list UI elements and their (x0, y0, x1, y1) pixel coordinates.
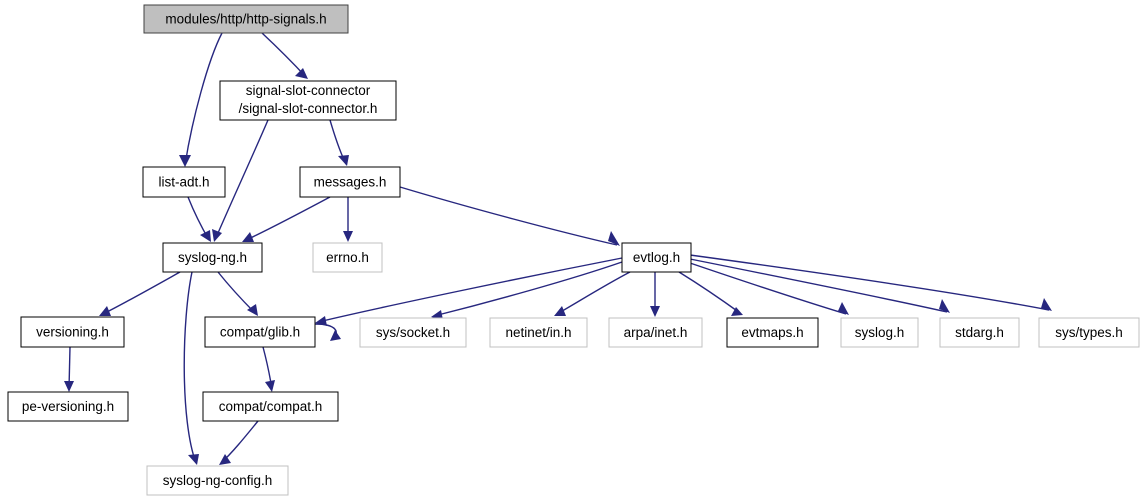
arrowhead-icon (731, 307, 743, 316)
graph-node-netinet-in[interactable]: netinet/in.h (489, 317, 588, 348)
graph-node-list-adt[interactable]: list-adt.h (142, 166, 226, 198)
node-box-errno[interactable] (312, 242, 383, 273)
node-box-signal-slot-connector[interactable] (219, 80, 397, 121)
node-box-syslog[interactable] (840, 317, 919, 348)
edge-evtlog-to-arpa-inet (650, 272, 660, 317)
arrowhead-icon (247, 304, 258, 316)
graph-node-arpa-inet[interactable]: arpa/inet.h (608, 317, 703, 348)
graph-node-compat-glib[interactable]: compat/glib.h (204, 316, 316, 348)
edge-evtlog-to-compat-glib (315, 257, 623, 326)
node-box-list-adt[interactable] (142, 166, 226, 198)
arrowhead-icon (219, 454, 231, 465)
graph-node-pe-versioning[interactable]: pe-versioning.h (7, 391, 129, 422)
graph-node-messages[interactable]: messages.h (299, 166, 401, 198)
arrowhead-icon (939, 299, 950, 313)
edge-http-signals-to-signal-slot-connector (261, 32, 308, 79)
edge-evtlog-to-netinet-in (554, 271, 631, 316)
node-box-compat-glib[interactable] (204, 316, 316, 348)
graph-node-stdarg[interactable]: stdarg.h (939, 317, 1020, 348)
arrowhead-icon (338, 155, 349, 166)
edge-signal-slot-connector-to-syslog-ng (212, 119, 269, 242)
edge-compat-glib-to-compat-glib-self (314, 323, 341, 341)
node-box-http-signals[interactable] (143, 4, 349, 34)
node-box-netinet-in[interactable] (489, 317, 588, 348)
node-box-evtmaps[interactable] (726, 317, 819, 348)
arrowhead-icon (650, 306, 660, 317)
edge-syslog-ng-to-versioning (99, 271, 181, 316)
arrowhead-icon (838, 302, 849, 315)
graph-node-compat-compat[interactable]: compat/compat.h (202, 391, 339, 422)
edge-http-signals-to-list-adt (179, 32, 223, 167)
arrowhead-icon (315, 316, 327, 326)
edge-syslog-ng-to-compat-glib (217, 271, 258, 316)
node-box-sys-socket[interactable] (359, 317, 467, 348)
node-box-syslog-ng-config[interactable] (146, 465, 289, 496)
node-layer: modules/http/http-signals.h signal-slot-c… (7, 4, 1140, 496)
arrowhead-icon (554, 306, 566, 316)
arrowhead-icon (265, 380, 275, 392)
edge-list-adt-to-syslog-ng (187, 196, 211, 242)
graph-node-syslog-ng[interactable]: syslog-ng.h (162, 242, 263, 273)
graph-node-sys-types[interactable]: sys/types.h (1038, 317, 1140, 348)
node-box-evtlog[interactable] (621, 242, 692, 273)
edge-evtlog-to-syslog (689, 262, 849, 315)
node-box-syslog-ng[interactable] (162, 242, 263, 273)
graph-node-signal-slot-connector[interactable]: signal-slot-connector/signal-slot-connec… (219, 80, 397, 121)
node-box-stdarg[interactable] (939, 317, 1020, 348)
arrowhead-icon (188, 454, 199, 465)
node-box-versioning[interactable] (20, 316, 125, 348)
arrowhead-icon (99, 306, 111, 316)
edge-evtlog-to-sys-types (689, 254, 1052, 311)
arrowhead-icon (1041, 298, 1052, 311)
arrowhead-icon (212, 229, 222, 242)
graph-node-errno[interactable]: errno.h (312, 242, 383, 273)
node-box-pe-versioning[interactable] (7, 391, 129, 422)
arrowhead-icon (179, 155, 191, 167)
edge-evtlog-to-stdarg (689, 258, 950, 313)
graph-node-evtlog[interactable]: evtlog.h (621, 242, 692, 273)
arrowhead-icon (200, 230, 211, 242)
node-box-messages[interactable] (299, 166, 401, 198)
edge-evtlog-to-evtmaps (678, 271, 743, 316)
edge-messages-to-evtlog (399, 186, 620, 246)
edge-compat-glib-to-compat-compat (262, 346, 275, 392)
edge-versioning-to-pe-versioning (64, 346, 74, 392)
edge-messages-to-errno (343, 197, 353, 242)
graph-node-http-signals[interactable]: modules/http/http-signals.h (143, 4, 349, 34)
graph-node-syslog[interactable]: syslog.h (840, 317, 919, 348)
node-box-sys-types[interactable] (1038, 317, 1140, 348)
graph-node-sys-socket[interactable]: sys/socket.h (359, 317, 467, 348)
graph-node-versioning[interactable]: versioning.h (20, 316, 125, 348)
edge-signal-slot-connector-to-messages (329, 119, 349, 166)
node-box-arpa-inet[interactable] (608, 317, 703, 348)
arrowhead-icon (295, 68, 308, 79)
arrowhead-icon (608, 231, 620, 246)
edge-layer (64, 32, 1052, 465)
arrowhead-icon (64, 381, 74, 392)
graph-node-syslog-ng-config[interactable]: syslog-ng-config.h (146, 465, 289, 496)
edge-compat-compat-to-syslog-ng-config (219, 420, 259, 465)
edge-messages-to-syslog-ng (242, 196, 331, 242)
arrowhead-icon (343, 231, 353, 242)
graph-node-evtmaps[interactable]: evtmaps.h (726, 317, 819, 348)
edge-syslog-ng-to-syslog-ng-config (183, 271, 199, 465)
arrowhead-icon (242, 232, 254, 242)
node-box-compat-compat[interactable] (202, 391, 339, 422)
arrowhead-icon (330, 330, 341, 341)
